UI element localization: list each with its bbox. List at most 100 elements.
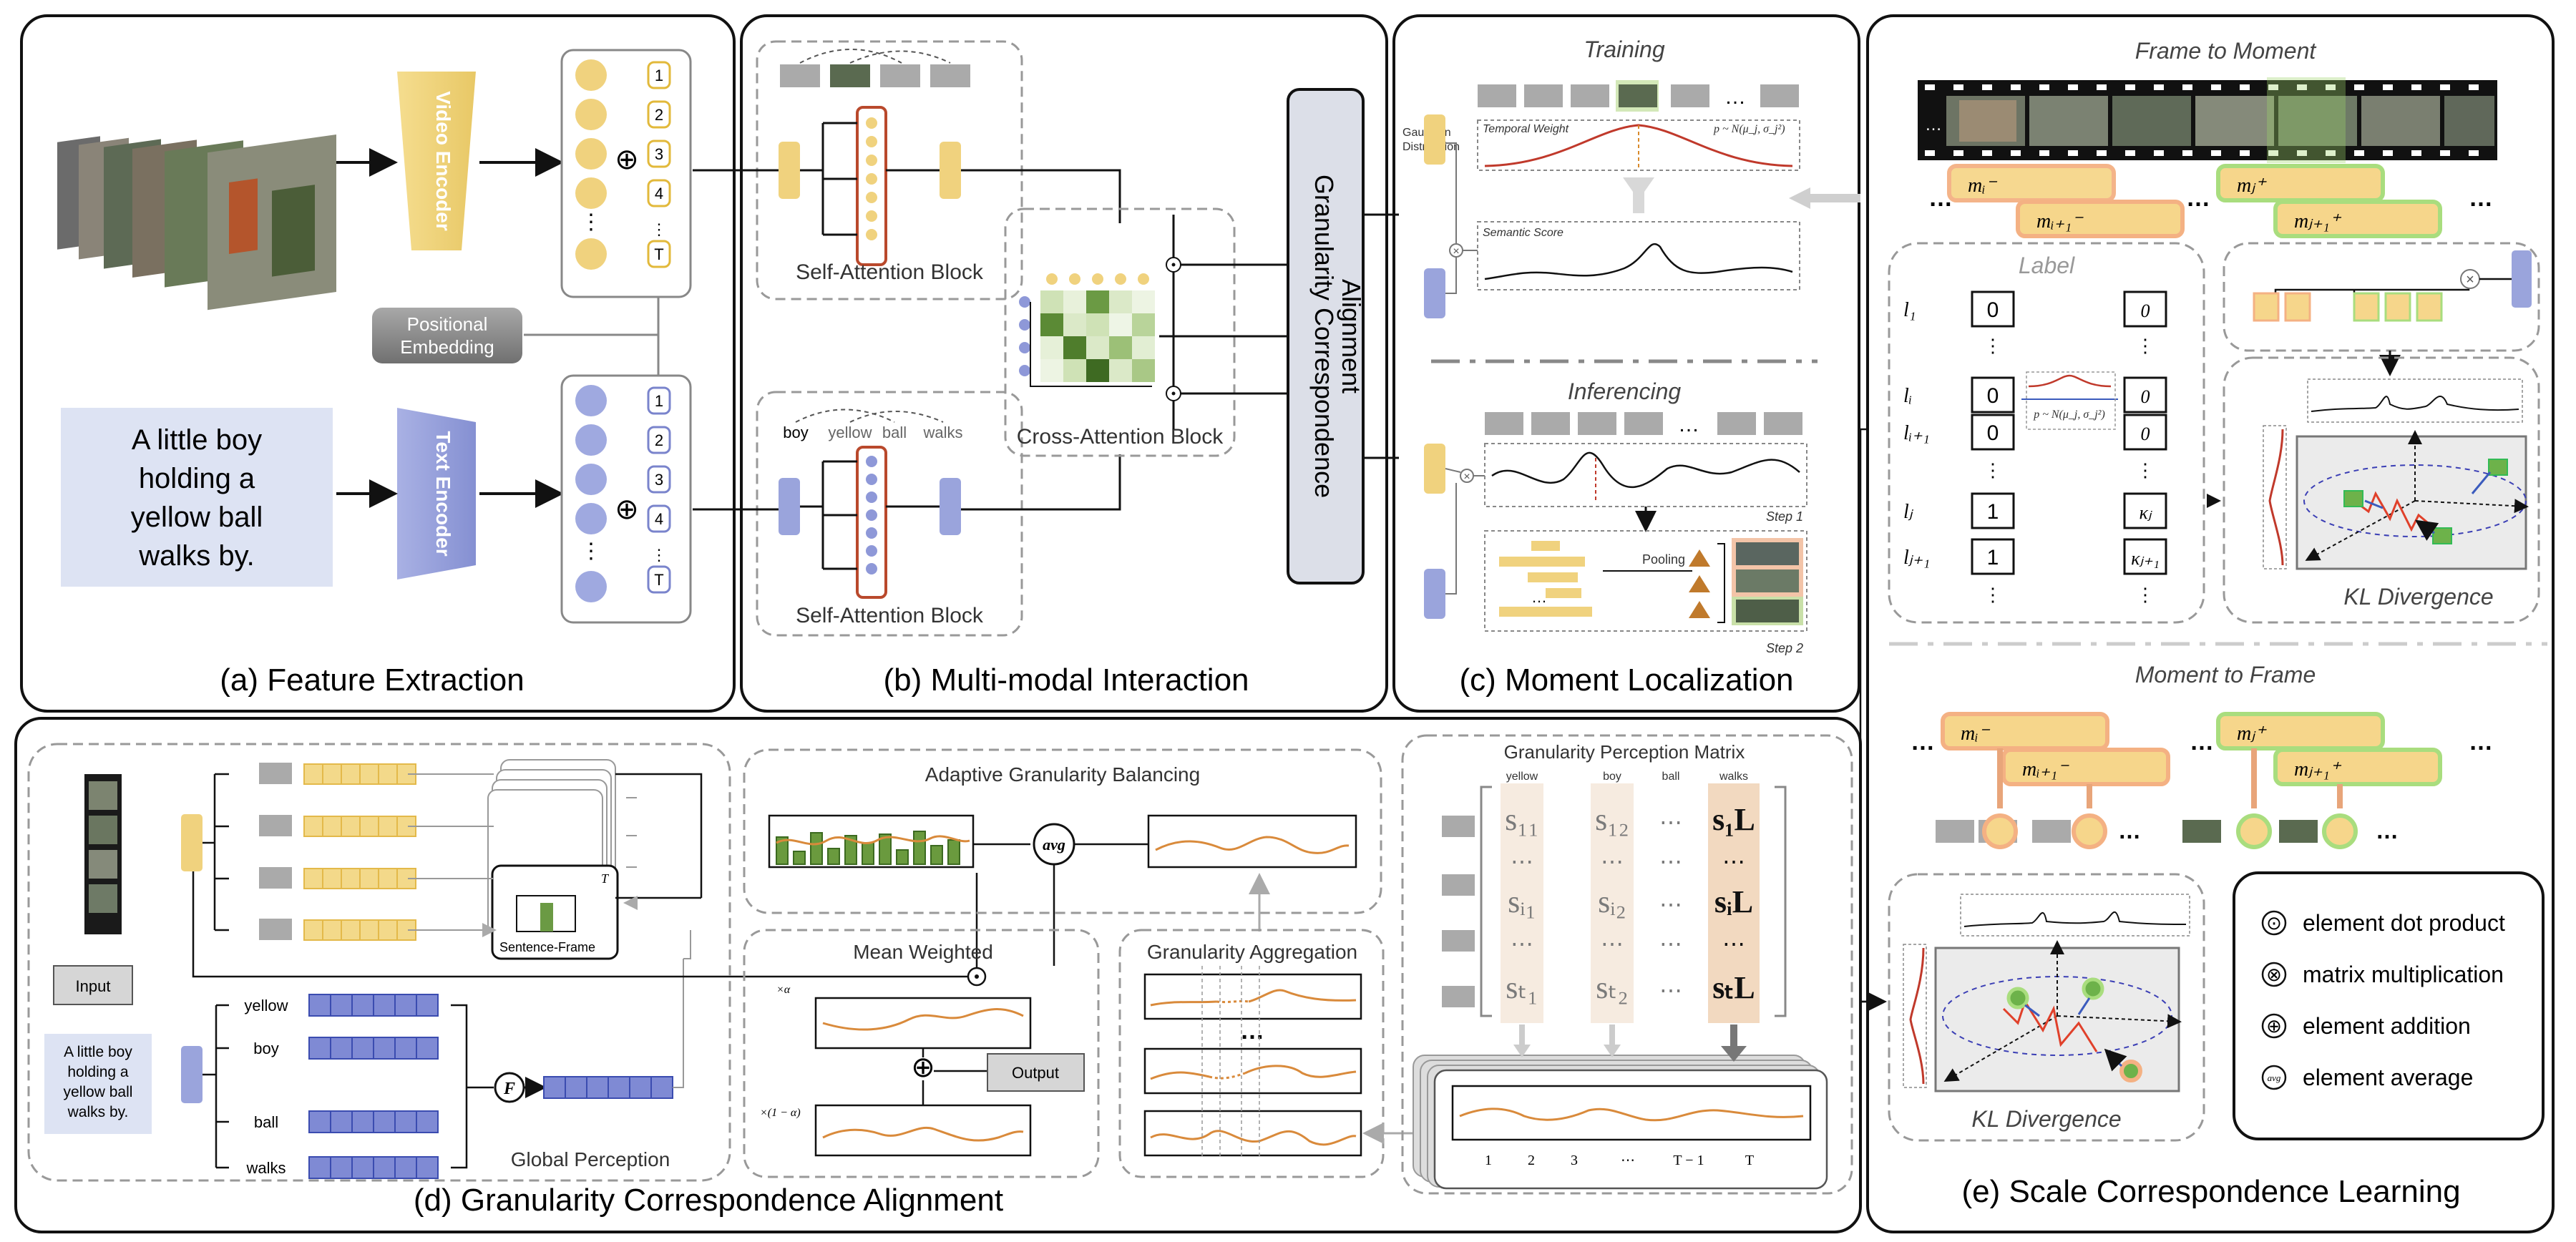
adaptive-bar-10	[947, 839, 960, 865]
frame-thumb-1	[259, 815, 292, 836]
semantic-score-box	[1477, 221, 1800, 290]
svg-text:…: …	[2190, 728, 2214, 756]
label-box	[1888, 242, 2205, 624]
moment-to-frame-title: Moment to Frame	[2135, 662, 2316, 688]
svg-text:mⱼ₊₁⁺: mⱼ₊₁⁺	[2294, 758, 2342, 781]
frame-cell-0-0	[303, 763, 323, 785]
text-encoder-label: Text Encoder	[432, 431, 454, 556]
sentence-frame-stack: T Sentence-Frame	[487, 759, 619, 960]
kl-box-top	[2223, 356, 2540, 624]
gpm-cell-4-3: sₜL	[1712, 970, 1755, 1005]
text-token-stack: ⋮ ⊕	[560, 374, 692, 624]
adaptive-bar-3	[827, 848, 840, 865]
query-d-line-4: walks by.	[67, 1104, 129, 1120]
gpm-cell-0-1: s₁₂	[1595, 802, 1629, 837]
svg-text:F: F	[503, 1080, 515, 1098]
frame-cell-1-3	[359, 816, 379, 837]
mean-weighted-box	[743, 929, 1100, 1178]
query-text-box	[61, 408, 333, 587]
gpm-cell-3-1: ⋯	[1601, 931, 1624, 957]
text-token-5	[647, 565, 671, 594]
text-token-label-3: 4	[655, 510, 663, 528]
kl-box-bottom	[1888, 873, 2205, 1142]
query-line-1: A little boy	[132, 424, 262, 456]
left-vec-value-2: 0	[1987, 384, 1999, 408]
temporal-weight-box	[1477, 119, 1800, 171]
left-vec-cell-0	[1971, 290, 2015, 328]
word-strip-b: boy yellow ball walks	[783, 409, 963, 441]
video-encoder-shape	[397, 72, 476, 250]
svg-text:mⱼ⁺: mⱼ⁺	[2237, 723, 2267, 745]
panel-d-caption: (d) Granularity Correspondence Alignment	[414, 1183, 1003, 1218]
t-axis-0: 1	[1485, 1153, 1492, 1168]
adaptive-bars	[776, 831, 970, 865]
self-attention-label-bottom: Self-Attention Block	[796, 604, 984, 627]
svg-text:…: …	[1678, 413, 1699, 436]
word-label-0: yellow	[244, 997, 288, 1014]
t-axis-5: T	[1745, 1153, 1754, 1168]
svg-text:boy: boy	[783, 424, 808, 441]
semantic-score-label: Semantic Score	[1483, 227, 1563, 239]
video-token-0	[647, 61, 671, 89]
positional-embedding-line-2: Embedding	[400, 336, 494, 358]
query-d-line-2: holding a	[67, 1064, 129, 1080]
gpm-cell-0-3: s₁L	[1712, 802, 1755, 837]
panel-c-caption: (c) Moment Localization	[1459, 662, 1793, 698]
query-line-4: walks by.	[138, 540, 255, 572]
word-cell-3-1	[330, 1156, 353, 1179]
granularity-aggregation-label: Granularity Aggregation	[1147, 941, 1357, 963]
kl-label-top: KL Divergence	[2343, 584, 2493, 610]
left-vec-value-6: 1	[1987, 546, 1999, 569]
t-axis-4: T − 1	[1673, 1153, 1704, 1168]
training-title: Training	[1584, 36, 1664, 62]
svg-text:mᵢ₊₁⁻: mᵢ₊₁⁻	[2036, 210, 2084, 233]
query-d-line-3: yellow ball	[64, 1084, 133, 1100]
adaptive-bar-2	[810, 832, 823, 865]
adaptive-bar-4	[844, 835, 857, 865]
query-line-3: yellow ball	[131, 502, 263, 533]
panel-e-frame	[1866, 14, 2555, 1233]
gpm-cell-3-0: ⋯	[1511, 931, 1533, 957]
word-cell-1-2	[351, 1037, 374, 1060]
moment-bars-bottom: … mᵢ⁻ mᵢ₊₁⁻ … mⱼ⁺ mⱼ₊₁⁺ …	[1911, 712, 2493, 786]
adaptive-bar-7	[896, 849, 909, 865]
gpm-cell-2-1: sᵢ₂	[1598, 884, 1626, 919]
gpm-cell-2-2: ⋯	[1659, 891, 1682, 917]
gpm-cell-2-0: sᵢ₁	[1508, 884, 1536, 919]
input-box	[53, 965, 133, 1005]
svg-text:…: …	[1911, 728, 1935, 756]
svg-text:yellow: yellow	[828, 424, 872, 441]
adaptive-bar-6	[879, 833, 892, 865]
word-cell-2-1	[330, 1110, 353, 1133]
left-vec-cell-6	[1971, 538, 2015, 575]
step2-box	[1484, 530, 1807, 632]
word-cell-1-3	[373, 1037, 396, 1060]
gpm-cell-3-3: ⋯	[1722, 931, 1745, 957]
one-minus-alpha-label: ×(1 − α)	[760, 1107, 801, 1119]
frame-to-moment-title: Frame to Moment	[2135, 38, 2317, 64]
gpm-label: Granularity Perception Matrix	[1504, 741, 1745, 763]
svg-text:mⱼ⁺: mⱼ⁺	[2237, 175, 2267, 197]
svg-text:…: …	[1531, 588, 1547, 606]
right-vec-value-0: 0	[2141, 300, 2150, 321]
frame-circles: … …	[1936, 748, 2399, 849]
svg-text:⊕: ⊕	[615, 144, 639, 175]
inferencing-thumbs: …	[1485, 412, 1802, 436]
word-cell-0-3	[373, 994, 396, 1017]
panel-c-frame	[1392, 14, 1860, 713]
legend-symbol-text-3: avg	[2268, 1072, 2281, 1083]
text-token-0	[647, 386, 671, 415]
thumb-strip-b-top	[780, 49, 970, 87]
frame-cell-3-0	[303, 919, 323, 941]
gpm-col-0: yellow	[1506, 771, 1538, 783]
global-perception-box	[27, 743, 731, 1182]
gpm-thumbs	[1442, 816, 1475, 1007]
frame-cell-0-4	[378, 763, 398, 785]
legend-symbol-2	[2261, 1013, 2287, 1039]
svg-text:×: ×	[2466, 272, 2474, 288]
word-cell-2-0	[308, 1110, 331, 1133]
